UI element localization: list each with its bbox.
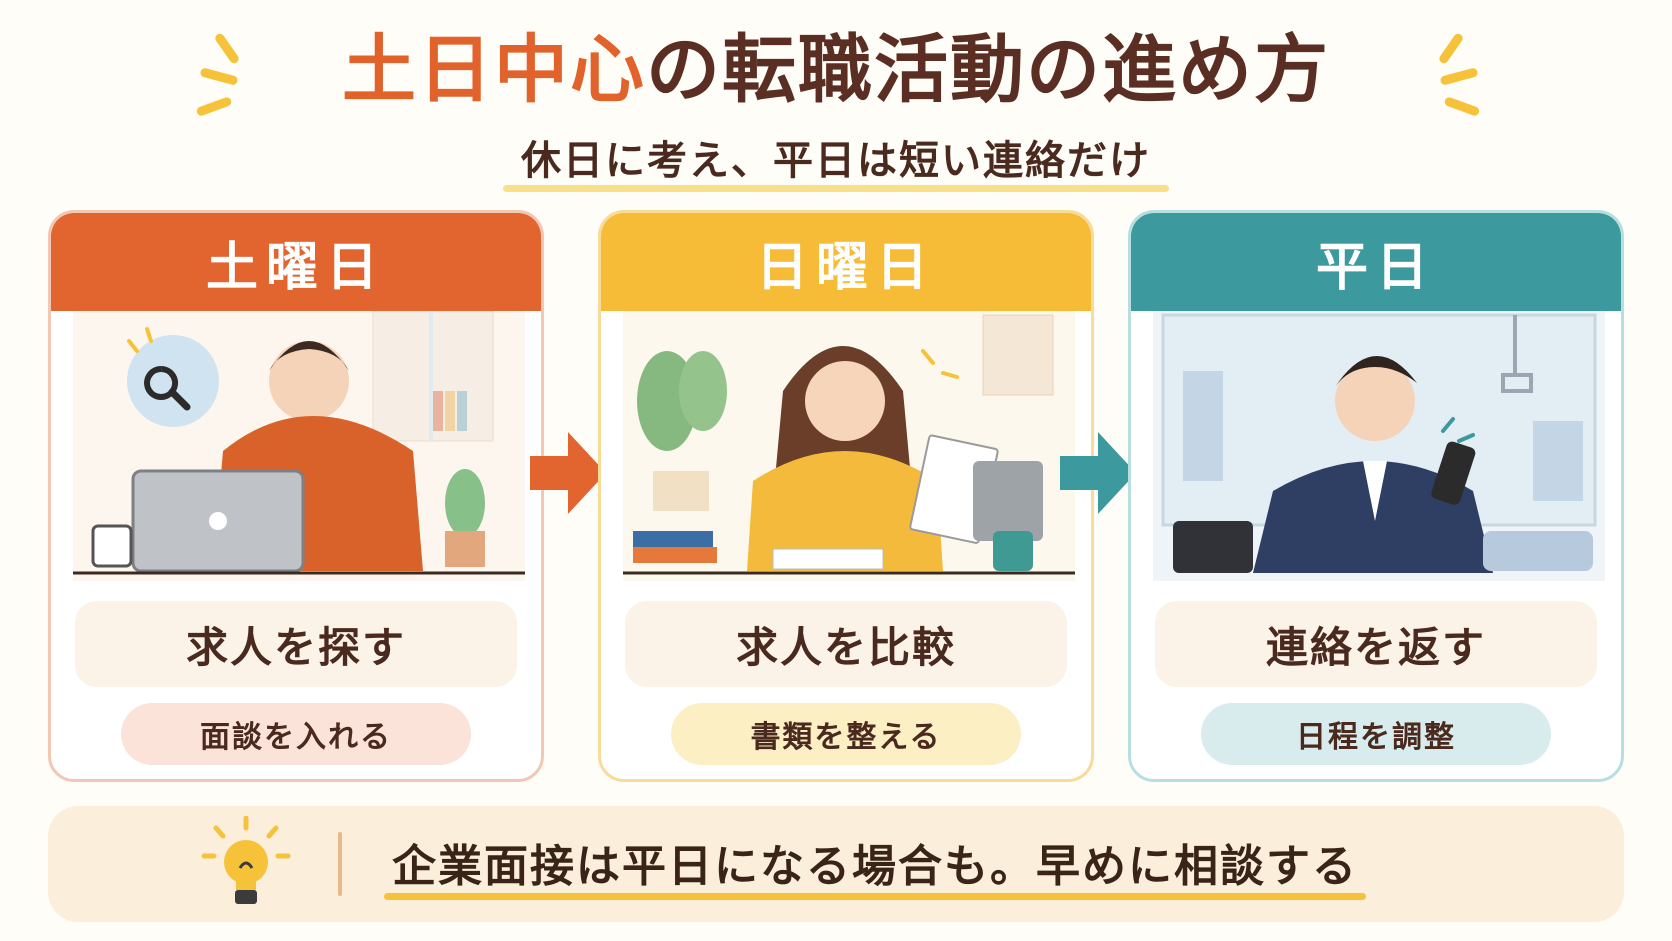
note-divider [338, 832, 342, 896]
card-sunday-sub-task: 書類を整える [671, 703, 1021, 765]
card-weekday-sub-task: 日程を調整 [1201, 703, 1551, 765]
saturday-illustration [73, 311, 525, 581]
weekday-illustration [1153, 311, 1605, 581]
arrow-right-icon [530, 432, 606, 514]
card-sunday-header: 日曜日 [601, 213, 1091, 311]
subtitle: 休日に考え、平日は短い連絡だけ [503, 128, 1169, 192]
page-title: 土日中心の転職活動の進め方 [0, 27, 1672, 113]
card-weekday-header: 平日 [1131, 213, 1621, 311]
card-saturday: 土曜日 求人を探す 面談を入れる [48, 210, 544, 782]
note-text: 企業面接は平日になる場合も。早めに相談する [384, 830, 1366, 900]
card-weekday: 平日 連絡を返す 日程を調整 [1128, 210, 1624, 782]
card-weekday-main-task: 連絡を返す [1155, 601, 1597, 687]
bottom-note: 企業面接は平日になる場合も。早めに相談する [48, 806, 1624, 922]
card-sunday: 日曜日 求人を比較 書類を整える [598, 210, 1094, 782]
lightbulb-icon [201, 816, 291, 904]
card-sunday-main-task: 求人を比較 [625, 601, 1067, 687]
magnifier-icon [144, 366, 179, 400]
arrow-right-icon-2 [1060, 432, 1136, 514]
subtitle-wrap: 休日に考え、平日は短い連絡だけ [0, 128, 1672, 192]
card-saturday-sub-task: 面談を入れる [121, 703, 471, 765]
smartphone-icon [1431, 441, 1476, 505]
card-saturday-header: 土曜日 [51, 213, 541, 311]
sunday-illustration [623, 311, 1075, 581]
title-rest: の転職活動の進め方 [646, 27, 1330, 113]
card-saturday-main-task: 求人を探す [75, 601, 517, 687]
title-highlight: 土日中心 [342, 27, 646, 113]
